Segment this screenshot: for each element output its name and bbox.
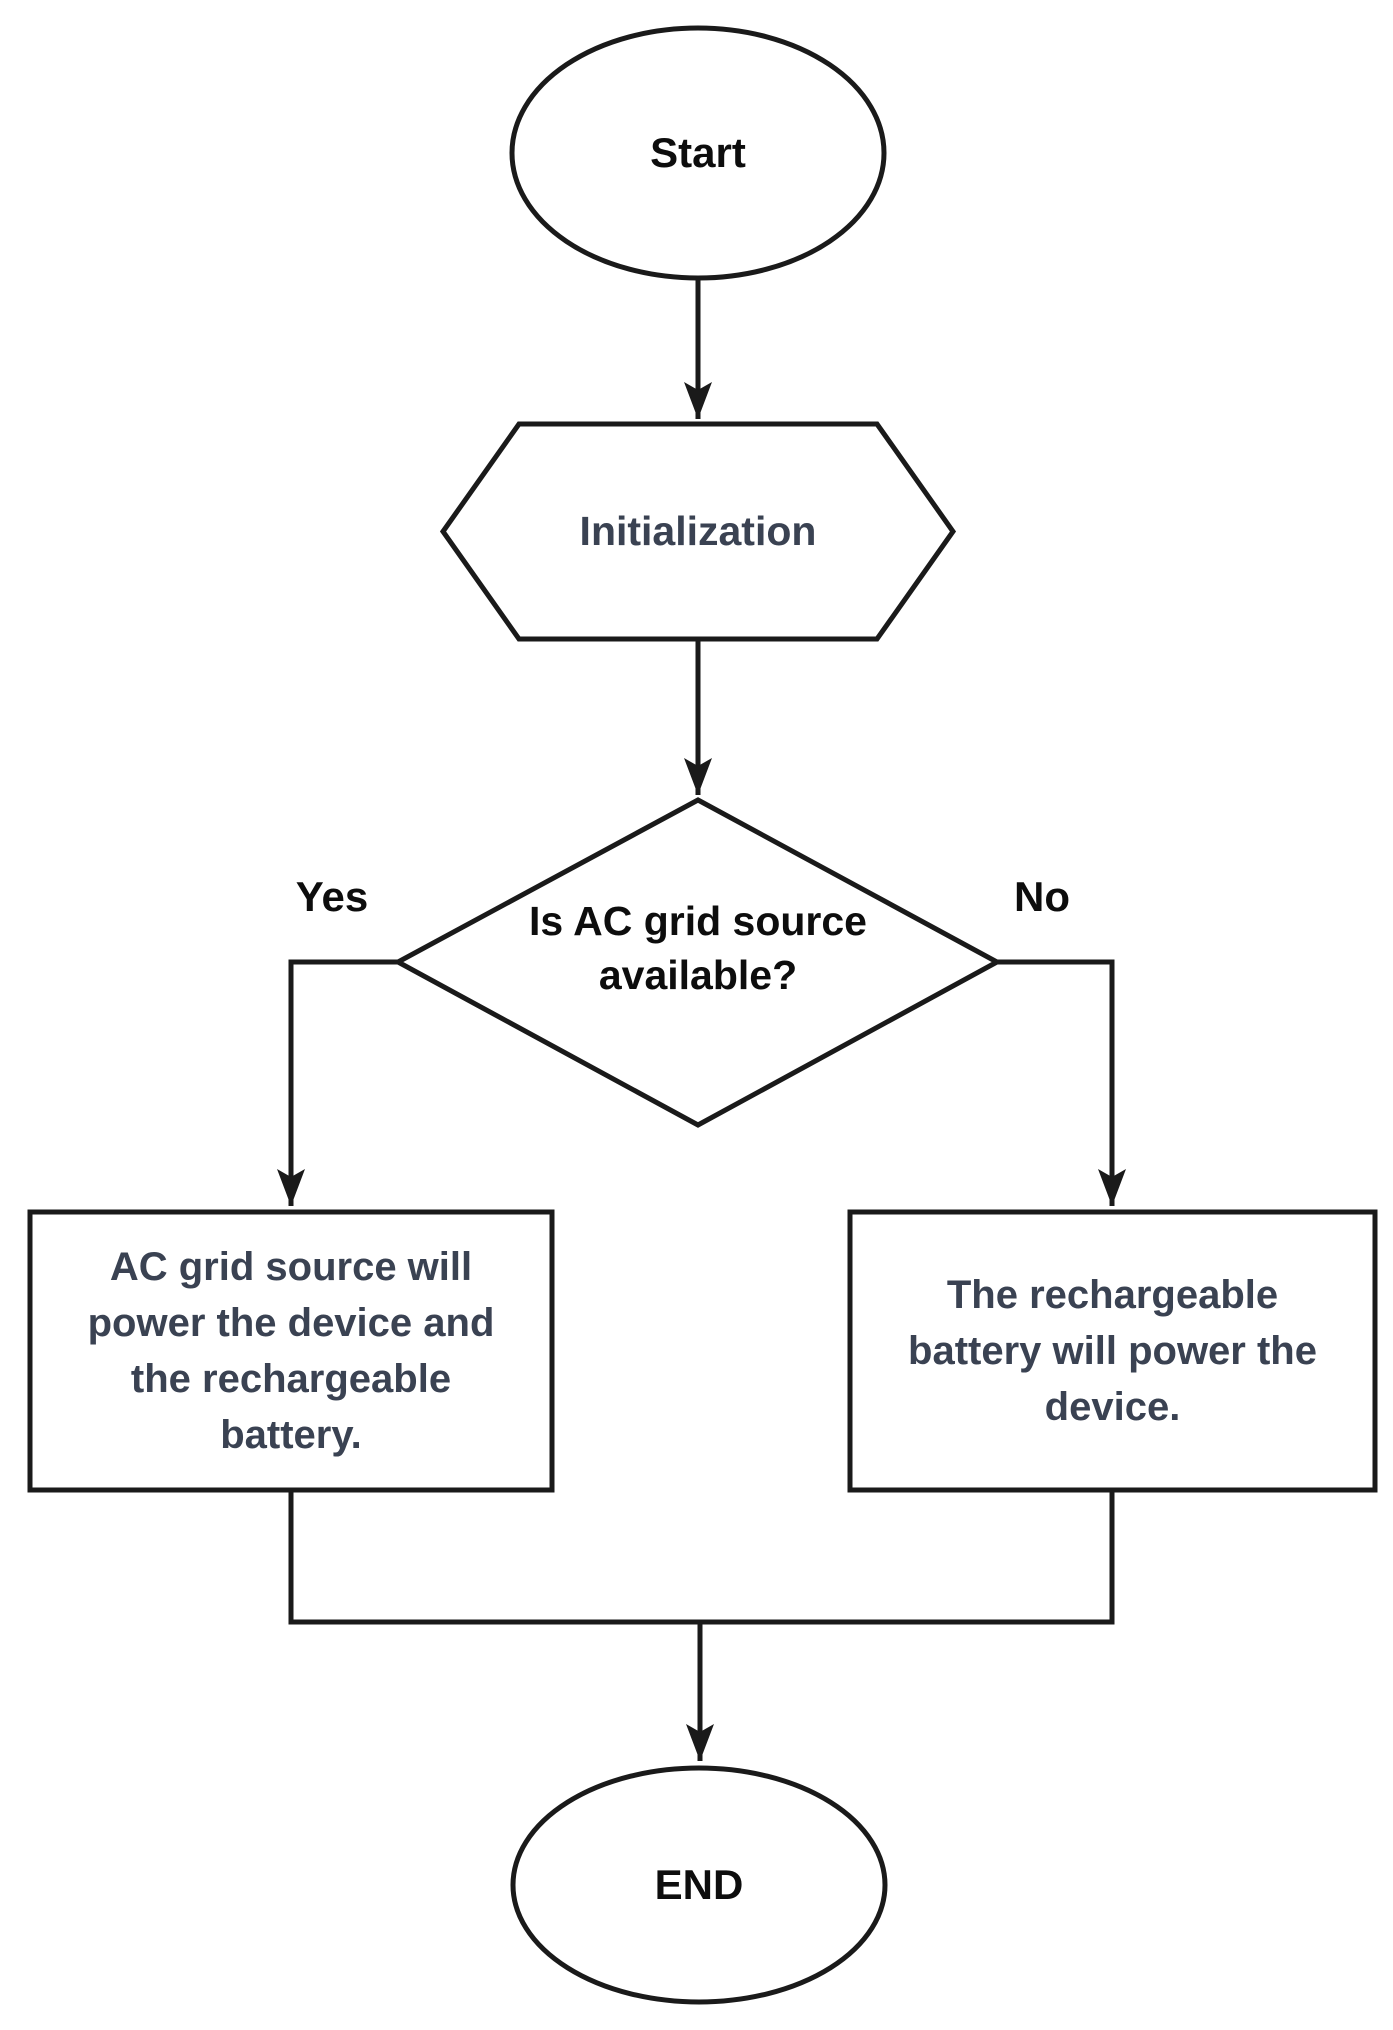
- initialization-hexagon-shape: [439, 421, 957, 642]
- edge-decision-yes-branch: [277, 959, 398, 1206]
- ac-power-process-shape: [27, 1209, 555, 1493]
- battery-power-process-shape: [847, 1209, 1378, 1493]
- edge-decision-no-branch: [997, 959, 1126, 1206]
- decision-diamond-shape: [392, 797, 1003, 1128]
- edge-merge-bar: [288, 1490, 1115, 1625]
- end-terminator-shape: [510, 1765, 888, 2005]
- start-terminator-shape: [509, 25, 887, 281]
